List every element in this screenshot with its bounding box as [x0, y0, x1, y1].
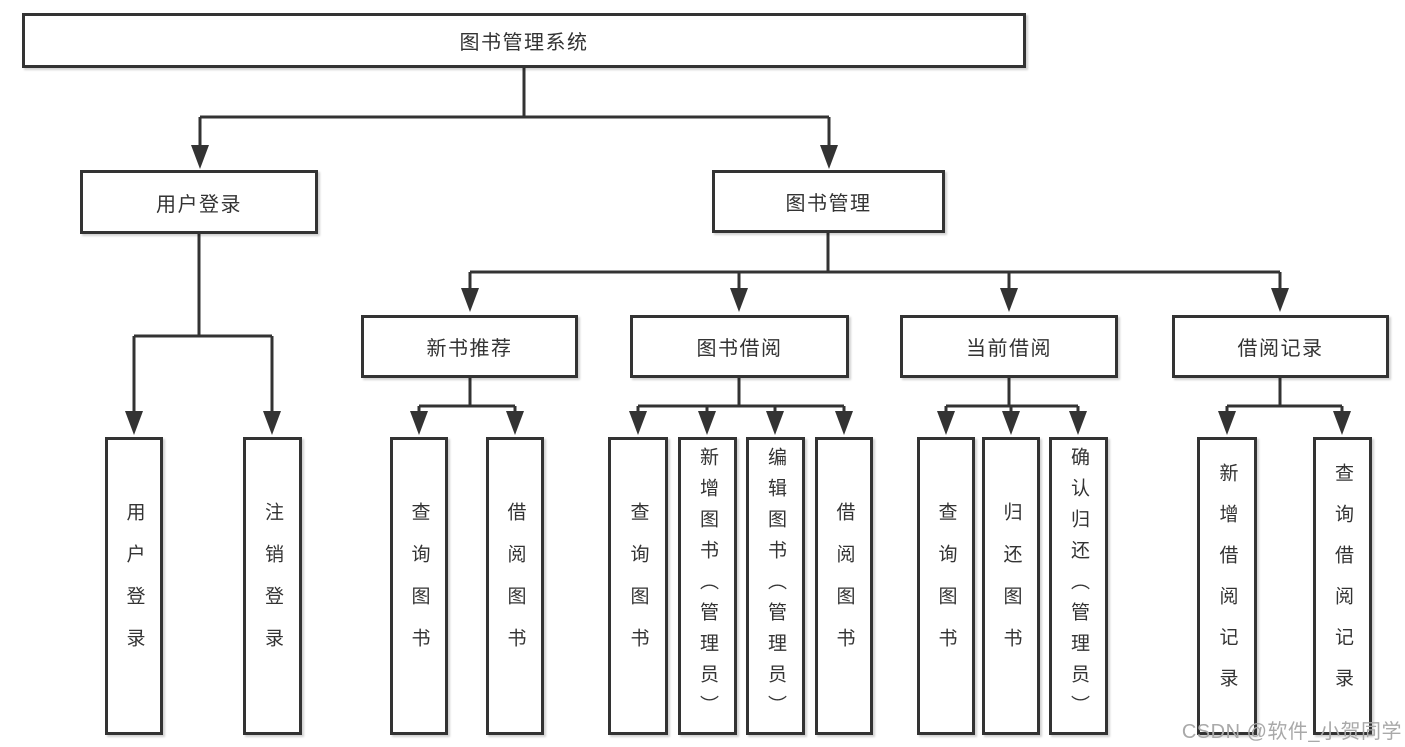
node-label: 图书借阅 [696, 338, 783, 360]
connector-book-management [468, 233, 1282, 288]
leaf-borrow-books: 借阅图书 [815, 437, 873, 735]
node-library-management-system: 图书管理系统 [22, 13, 1026, 68]
node-label: 新书推荐 [426, 338, 513, 360]
arrowheads-borrowing-records [1218, 411, 1351, 435]
leaf-query-books-current: 查询图书 [917, 437, 975, 735]
arrowheads-book-borrowing [629, 411, 853, 435]
connector-current-borrowing [944, 378, 1080, 412]
node-label: 当前借阅 [966, 338, 1052, 360]
leaf-logout: 注销登录 [243, 437, 302, 735]
connector-user-login [132, 234, 274, 412]
arrowheads-user-login [125, 411, 281, 435]
leaf-query-borrowing-record: 查询借阅记录 [1313, 437, 1372, 735]
leaf-borrow-books-recommend: 借阅图书 [486, 437, 544, 735]
node-label: 图书管理 [785, 193, 872, 215]
leaf-return-books: 归还图书 [982, 437, 1040, 735]
arrowheads-new-book-recommendation [410, 411, 524, 435]
leaf-label: 归还图书 [1000, 502, 1022, 670]
arrowheads-book-management [461, 288, 1289, 312]
arrowheads-current-borrowing [937, 411, 1087, 435]
arrowheads-root [191, 145, 838, 169]
leaf-label: 查询借阅记录 [1332, 463, 1353, 709]
leaf-label: 确认归还（管理员） [1068, 446, 1089, 726]
leaf-label: 查询图书 [935, 502, 957, 670]
leaf-add-books-admin: 新增图书（管理员） [678, 437, 737, 735]
leaf-add-borrowing-record: 新增借阅记录 [1197, 437, 1257, 735]
node-borrowing-records: 借阅记录 [1172, 315, 1389, 378]
node-book-borrowing: 图书借阅 [630, 315, 849, 378]
leaf-label: 新增图书（管理员） [697, 446, 718, 726]
leaf-label: 查询图书 [408, 502, 430, 670]
connector-new-book-recommendation [417, 378, 517, 412]
csdn-watermark: CSDN @软件_小贺同学 [1181, 721, 1402, 743]
leaf-label: 注销登录 [262, 502, 283, 670]
leaf-user-login: 用户登录 [105, 437, 163, 735]
leaf-label: 编辑图书（管理员） [765, 446, 786, 726]
connector-root [198, 68, 831, 146]
node-label: 借阅记录 [1237, 338, 1324, 360]
leaf-query-books-recommend: 查询图书 [390, 437, 448, 735]
node-new-book-recommendation: 新书推荐 [361, 315, 578, 378]
leaf-edit-books-admin: 编辑图书（管理员） [746, 437, 805, 735]
node-label: 用户登录 [156, 193, 242, 216]
connector-borrowing-records [1225, 378, 1344, 412]
leaf-label: 借阅图书 [504, 502, 526, 670]
leaf-label: 查询图书 [627, 502, 649, 670]
leaf-confirm-return-admin: 确认归还（管理员） [1049, 437, 1108, 735]
leaf-label: 用户登录 [123, 502, 145, 670]
node-book-management: 图书管理 [712, 170, 945, 233]
leaf-label: 新增借阅记录 [1216, 463, 1238, 709]
leaf-label: 借阅图书 [833, 502, 855, 670]
node-user-login: 用户登录 [80, 170, 318, 234]
leaf-query-books-borrowing: 查询图书 [608, 437, 668, 735]
node-label: 图书管理系统 [459, 32, 589, 54]
node-current-borrowing: 当前借阅 [900, 315, 1118, 378]
connector-book-borrowing [636, 378, 846, 412]
